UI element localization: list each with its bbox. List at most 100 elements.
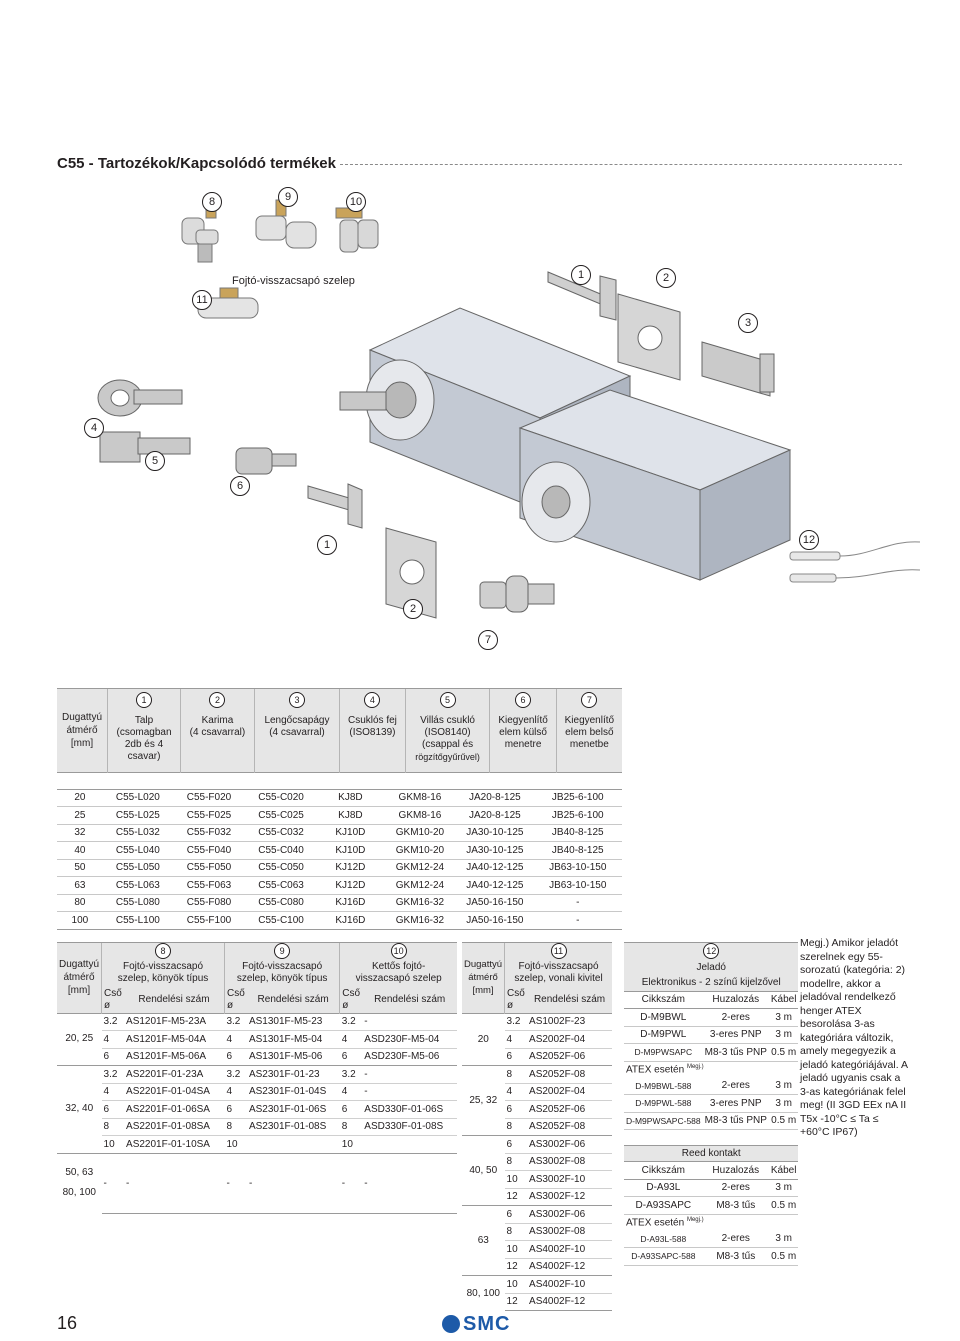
- cell: AS2301F-01-23: [246, 1065, 340, 1083]
- cell: 80: [57, 893, 103, 912]
- cell: 12: [504, 1257, 528, 1276]
- cell: ASD330F-01-08S: [362, 1117, 457, 1136]
- cell: 8: [504, 1117, 528, 1136]
- cell: AS4002F-12: [527, 1257, 612, 1276]
- cell: 8: [339, 1117, 363, 1136]
- cell: GKM12-24: [383, 858, 457, 877]
- order-header: Rendelési szám: [527, 987, 612, 1013]
- group-num-12: 12: [624, 942, 799, 959]
- title-divider: [340, 164, 902, 165]
- switch-title: Jeladó: [624, 959, 799, 975]
- cell: GKM16-32: [383, 911, 457, 930]
- cell: ASD330F-01-06S: [362, 1100, 457, 1118]
- cell: 8: [504, 1065, 528, 1083]
- spacer: [624, 1130, 798, 1146]
- cell: AS4002F-10: [527, 1275, 612, 1293]
- group-title: Kettős fojtó-visszacsapó szelep: [339, 959, 457, 987]
- cell: D-A93SAPC: [624, 1196, 703, 1215]
- cell: 6: [504, 1135, 528, 1153]
- cell: 10: [504, 1170, 528, 1188]
- cell: D-A93L: [624, 1179, 703, 1197]
- cell: 4: [101, 1030, 125, 1048]
- cell: JB25-6-100: [533, 788, 622, 807]
- cell: 10: [504, 1275, 528, 1293]
- cell: 4: [339, 1030, 363, 1048]
- cell: AS2201F-01-08SA: [124, 1117, 225, 1136]
- t1-head-3: Lengőcsapágy(4 csavarral): [253, 710, 340, 773]
- order-header: Rendelési szám: [362, 987, 457, 1013]
- cell: -: [533, 893, 622, 912]
- flange-image: [385, 293, 681, 619]
- cell: 3.2: [101, 1012, 125, 1031]
- callout-3: 3: [738, 313, 758, 333]
- cell: 4: [224, 1082, 247, 1101]
- bore-cell: 32, 40: [57, 1065, 102, 1153]
- cell: C55-C040: [244, 841, 318, 859]
- cell: AS2301F-01-04S: [246, 1082, 340, 1101]
- rod-end-image: [97, 379, 297, 475]
- cell: 8: [504, 1152, 528, 1171]
- cell: JA40-12-125: [456, 858, 534, 877]
- t1-num-3: 3: [253, 688, 340, 711]
- cell: C55-F050: [172, 858, 245, 877]
- cell: JA40-12-125: [456, 876, 534, 894]
- cell: -: [246, 1152, 340, 1214]
- group-num-8: 8: [101, 942, 225, 959]
- cell: AS1301F-M5-23: [246, 1012, 340, 1031]
- cell: AS4002F-12: [527, 1292, 612, 1311]
- cell: 4: [504, 1030, 528, 1048]
- bore-cell: 25, 32: [462, 1065, 505, 1136]
- cell: C55-F020: [172, 788, 245, 807]
- cell: 12: [504, 1187, 528, 1206]
- cell: 50: [57, 858, 103, 877]
- t1-head-4: Csuklós fej(ISO8139): [339, 710, 406, 773]
- smc-logo-icon: [442, 1315, 460, 1333]
- cell: AS1201F-M5-23A: [124, 1012, 225, 1031]
- cell: AS3002F-06: [527, 1135, 612, 1153]
- cell: AS2201F-01-06SA: [124, 1100, 225, 1118]
- cell: JB25-6-100: [533, 806, 622, 824]
- cell: AS2201F-01-23A: [124, 1065, 225, 1083]
- cell: 8: [101, 1117, 125, 1136]
- col-header: Cikkszám: [624, 991, 703, 1009]
- cell: 3.2: [339, 1065, 363, 1083]
- cell: AS2301F-01-06S: [246, 1100, 340, 1118]
- group-num-11: 11: [504, 942, 612, 959]
- cell: C55-L020: [102, 788, 173, 807]
- callout-11: 11: [192, 290, 212, 310]
- cell: M8-3 tűs: [702, 1247, 769, 1266]
- cell: JB40-8-125: [533, 841, 622, 859]
- cell: KJ12D: [317, 858, 384, 877]
- bore-cell: 40, 50: [462, 1135, 505, 1206]
- cell: 3.2: [101, 1065, 125, 1083]
- cylinder-lower-image: [518, 389, 792, 581]
- callout-5: 5: [145, 451, 165, 471]
- cell: 3-eres PNP: [702, 1094, 769, 1113]
- col-header: Kábel: [768, 991, 799, 1009]
- cell: 8: [224, 1117, 247, 1136]
- cell: AS2002F-04: [527, 1030, 612, 1048]
- cell: D-M9PWL-588: [624, 1094, 703, 1113]
- cell: 6: [101, 1047, 125, 1066]
- cell: AS2201F-01-10SA: [124, 1135, 225, 1153]
- cell: C55-C025: [244, 806, 318, 824]
- cell: 3 m: [768, 1026, 799, 1044]
- cell: AS2052F-08: [527, 1065, 612, 1083]
- clevis-image: [701, 341, 775, 397]
- cell: C55-C020: [244, 788, 318, 807]
- cell: 3.2: [504, 1012, 528, 1031]
